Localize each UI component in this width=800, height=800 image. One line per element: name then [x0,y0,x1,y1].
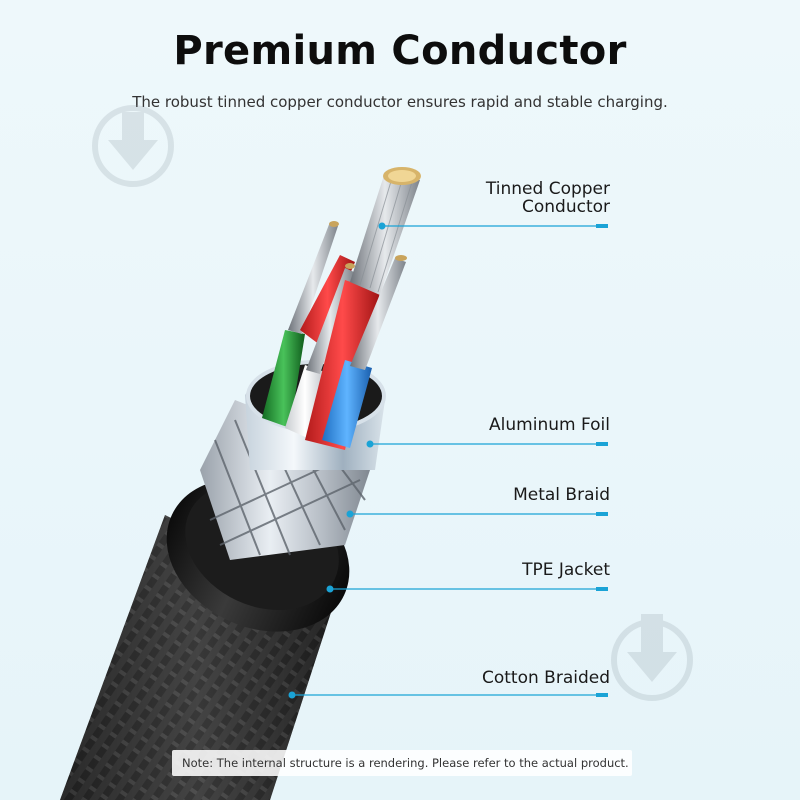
callout-tinned-copper [378,222,608,230]
watermark-download-icon-left [92,105,174,187]
green-insulated-wire [262,221,339,428]
label-tinned-copper-line2: Conductor [521,197,610,217]
label-tpe-jacket: TPE Jacket [522,560,610,580]
label-aluminum-foil: Aluminum Foil [489,415,610,435]
label-tinned-copper-line1: Tinned Copper [485,179,610,199]
red-insulated-wire-large [305,167,421,450]
label-metal-braid: Metal Braid [513,485,610,505]
disclaimer-note: Note: The internal structure is a render… [172,750,632,776]
watermark-download-icon-right [611,614,693,701]
callout-cotton-braided [288,691,608,699]
label-cotton-braided: Cotton Braided [481,668,610,688]
callout-tpe-jacket [326,585,608,593]
page-subtitle: The robust tinned copper conductor ensur… [132,93,668,111]
page-title: Premium Conductor [173,28,627,74]
blue-insulated-wire [322,255,407,448]
callout-aluminum-foil [366,440,608,448]
red-insulated-wire-small [300,255,355,345]
label-tinned-copper-conductor: Tinned Copper Conductor [486,180,610,216]
callout-metal-braid [346,510,608,518]
